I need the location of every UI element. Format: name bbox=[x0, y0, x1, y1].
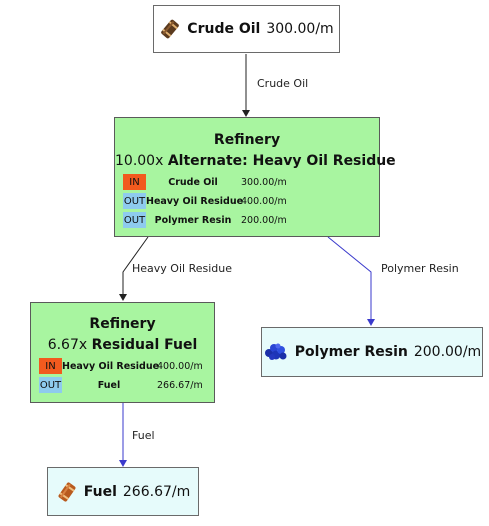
edge-label-crude-oil: Crude Oil bbox=[257, 77, 309, 90]
io-item: Polymer Resin bbox=[154, 214, 232, 226]
refinery-2-io-row: IN Heavy Oil Residue 400.00/m bbox=[39, 358, 203, 374]
polymer-resin-node[interactable]: Polymer Resin 200.00/m bbox=[261, 327, 483, 377]
io-rate: 266.67/m bbox=[157, 379, 203, 391]
edge-refinery-to-polymer bbox=[327, 236, 375, 326]
fuel-rate: 266.67/m bbox=[122, 483, 191, 500]
io-tag-out: OUT bbox=[39, 377, 62, 393]
crude-oil-name: Crude Oil bbox=[187, 21, 261, 37]
io-item: Crude Oil bbox=[168, 176, 218, 188]
refinery-1-recipe-line: 10.00x Alternate: Heavy Oil Residue bbox=[115, 153, 396, 169]
refinery-1-recipe: Alternate: Heavy Oil Residue bbox=[167, 153, 396, 169]
io-rate: 300.00/m bbox=[241, 176, 287, 188]
edge-label-polymer-resin: Polymer Resin bbox=[381, 262, 459, 275]
refinery-2-recipe-line: 6.67x Residual Fuel bbox=[31, 337, 214, 353]
edge-refinery-to-refinery2 bbox=[119, 236, 149, 301]
refinery-1-title: Refinery bbox=[213, 132, 281, 148]
refinery-2-recipe: Residual Fuel bbox=[91, 337, 198, 353]
refinery-node-1[interactable]: Refinery 10.00x Alternate: Heavy Oil Res… bbox=[114, 117, 396, 237]
polymer-resin-rate: 200.00/m bbox=[413, 344, 482, 360]
io-tag-in: IN bbox=[123, 174, 146, 190]
io-rate: 400.00/m bbox=[157, 360, 203, 372]
io-item: Heavy Oil Residue bbox=[62, 360, 160, 372]
polymer-resin-name: Polymer Resin bbox=[294, 344, 408, 360]
oil-barrel-icon bbox=[159, 18, 181, 40]
io-rate: 200.00/m bbox=[241, 214, 287, 226]
refinery-1-io-row: OUT Heavy Oil Residue 400.00/m bbox=[123, 193, 287, 209]
io-tag-out: OUT bbox=[123, 193, 146, 209]
edge-label-fuel: Fuel bbox=[132, 429, 155, 442]
crude-oil-rate: 300.00/m bbox=[266, 21, 334, 37]
refinery-1-multiplier: 10.00x bbox=[115, 153, 164, 169]
crude-oil-node[interactable]: Crude Oil 300.00/m bbox=[153, 5, 340, 53]
refinery-2-io-row: OUT Fuel 266.67/m bbox=[39, 377, 203, 393]
io-tag-out: OUT bbox=[123, 212, 146, 228]
refinery-1-io-row: OUT Polymer Resin 200.00/m bbox=[123, 212, 287, 228]
io-tag-in: IN bbox=[39, 358, 62, 374]
fuel-barrel-icon bbox=[56, 481, 78, 503]
refinery-2-multiplier: 6.67x bbox=[47, 337, 88, 353]
edge-label-heavy-oil-residue: Heavy Oil Residue bbox=[132, 262, 232, 275]
io-item: Fuel bbox=[97, 379, 121, 391]
fuel-node[interactable]: Fuel 266.67/m bbox=[47, 467, 199, 516]
io-rate: 400.00/m bbox=[241, 195, 287, 207]
refinery-node-2[interactable]: Refinery 6.67x Residual Fuel IN Heavy Oi… bbox=[30, 302, 215, 403]
refinery-2-title: Refinery bbox=[89, 316, 156, 332]
io-item: Heavy Oil Residue bbox=[146, 195, 244, 207]
fuel-name: Fuel bbox=[83, 483, 117, 500]
polymer-resin-icon bbox=[263, 341, 289, 363]
refinery-1-io-row: IN Crude Oil 300.00/m bbox=[123, 174, 287, 190]
